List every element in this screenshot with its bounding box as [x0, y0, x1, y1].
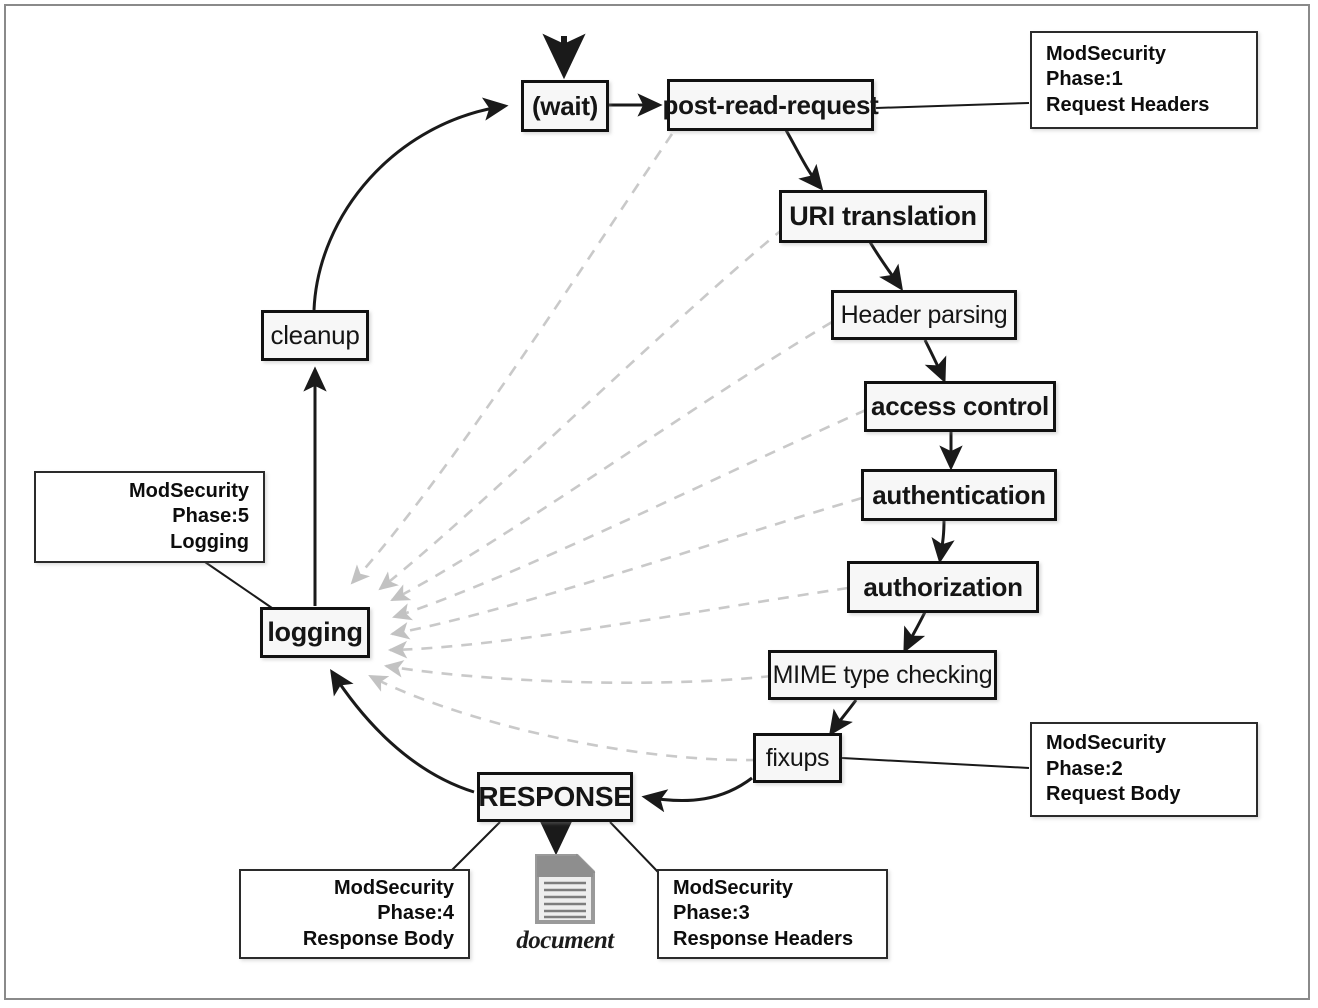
node-response-label: RESPONSE: [478, 781, 632, 812]
callout-phase-2-line1: ModSecurity Phase:2: [1046, 732, 1167, 780]
callout-modsecurity-phase-4: ModSecurity Phase:4 Response Body: [239, 869, 470, 959]
node-authentication-label: authentication: [872, 479, 1046, 510]
edge-mime-to-fixups: [828, 699, 858, 736]
leader-phase-3: [609, 821, 659, 873]
dashed-mime-to-logging: [383, 660, 773, 685]
node-uri-translation-label: URI translation: [789, 201, 977, 231]
edge-authentication-to-authorization: [931, 519, 955, 564]
node-header-parsing-label: Header parsing: [840, 300, 1008, 329]
node-fixups-label: fixups: [765, 743, 830, 772]
callout-phase-1-line1: ModSecurity Phase:1: [1046, 42, 1167, 91]
node-access-control-label: access control: [871, 391, 1049, 421]
node-cleanup-label: cleanup: [270, 320, 360, 350]
dashed-uri-to-logging: [378, 226, 785, 591]
callout-phase-5-line2: Logging: [170, 530, 249, 553]
callout-phase-3-line1: ModSecurity Phase:3: [673, 876, 794, 925]
node-authentication[interactable]: authentication: [861, 469, 1057, 521]
node-authorization[interactable]: authorization: [847, 561, 1039, 613]
edge-header-parsing-to-access-control: [923, 339, 947, 384]
callout-phase-4-line2: Response Body: [302, 927, 454, 950]
edge-authorization-to-mime: [903, 611, 927, 654]
dashed-authentication-to-logging: [389, 496, 863, 640]
document-label: document: [516, 927, 614, 954]
node-logging[interactable]: logging: [260, 607, 370, 658]
callout-modsecurity-phase-3: ModSecurity Phase:3 Response Headers: [657, 869, 888, 959]
leader-phase-4: [449, 821, 501, 873]
node-uri-translation[interactable]: URI translation: [779, 190, 987, 243]
dashed-authorization-to-logging: [387, 586, 849, 659]
node-access-control[interactable]: access control: [864, 381, 1056, 432]
callout-modsecurity-phase-1: ModSecurity Phase:1 Request Headers: [1030, 31, 1258, 129]
dashed-fixups-to-logging: [368, 674, 758, 762]
dashed-headerparsing-to-logging: [390, 320, 833, 602]
node-post-read-request-label: post-read-request: [662, 89, 879, 120]
document-output: document: [505, 853, 625, 958]
node-wait-label: (wait): [531, 90, 599, 121]
leader-phase-5: [204, 561, 273, 609]
callout-modsecurity-phase-5: ModSecurity Phase:5 Logging: [34, 471, 265, 563]
callout-phase-1-line2: Request Headers: [1046, 93, 1210, 116]
callout-phase-3-line2: Response Headers: [673, 927, 854, 950]
callout-modsecurity-phase-2: ModSecurity Phase:2 Request Body: [1030, 722, 1258, 817]
node-header-parsing[interactable]: Header parsing: [831, 290, 1017, 340]
edge-response-to-logging: [330, 668, 475, 794]
callout-phase-5-line1: ModSecurity Phase:5: [128, 479, 249, 528]
node-mime-type-checking[interactable]: MIME type checking: [768, 650, 997, 700]
edge-postread-to-uri: [784, 129, 824, 191]
node-logging-label: logging: [267, 617, 363, 647]
leader-phase-2: [841, 757, 1030, 769]
node-authorization-label: authorization: [863, 571, 1023, 602]
edge-cleanup-to-wait: [312, 97, 509, 311]
dashed-edges-to-logging: [350, 133, 867, 762]
callout-leader-lines: [204, 102, 1030, 873]
edge-uri-to-header-parsing: [868, 241, 904, 291]
node-post-read-request[interactable]: post-read-request: [663, 79, 879, 131]
leader-phase-1: [875, 102, 1030, 109]
node-cleanup[interactable]: cleanup: [261, 310, 369, 361]
node-wait[interactable]: (wait): [521, 80, 609, 132]
node-fixups[interactable]: fixups: [753, 733, 842, 783]
document-page-icon: [535, 853, 596, 924]
node-mime-type-checking-label: MIME type checking: [772, 660, 993, 689]
dashed-accesscontrol-to-logging: [392, 408, 867, 621]
callout-phase-2-line2: Request Body: [1046, 783, 1181, 806]
node-response[interactable]: RESPONSE: [477, 772, 633, 822]
callout-phase-4-line1: ModSecurity Phase:4: [333, 876, 454, 925]
dashed-postread-to-logging: [350, 133, 674, 585]
edge-fixups-to-response: [641, 776, 753, 813]
